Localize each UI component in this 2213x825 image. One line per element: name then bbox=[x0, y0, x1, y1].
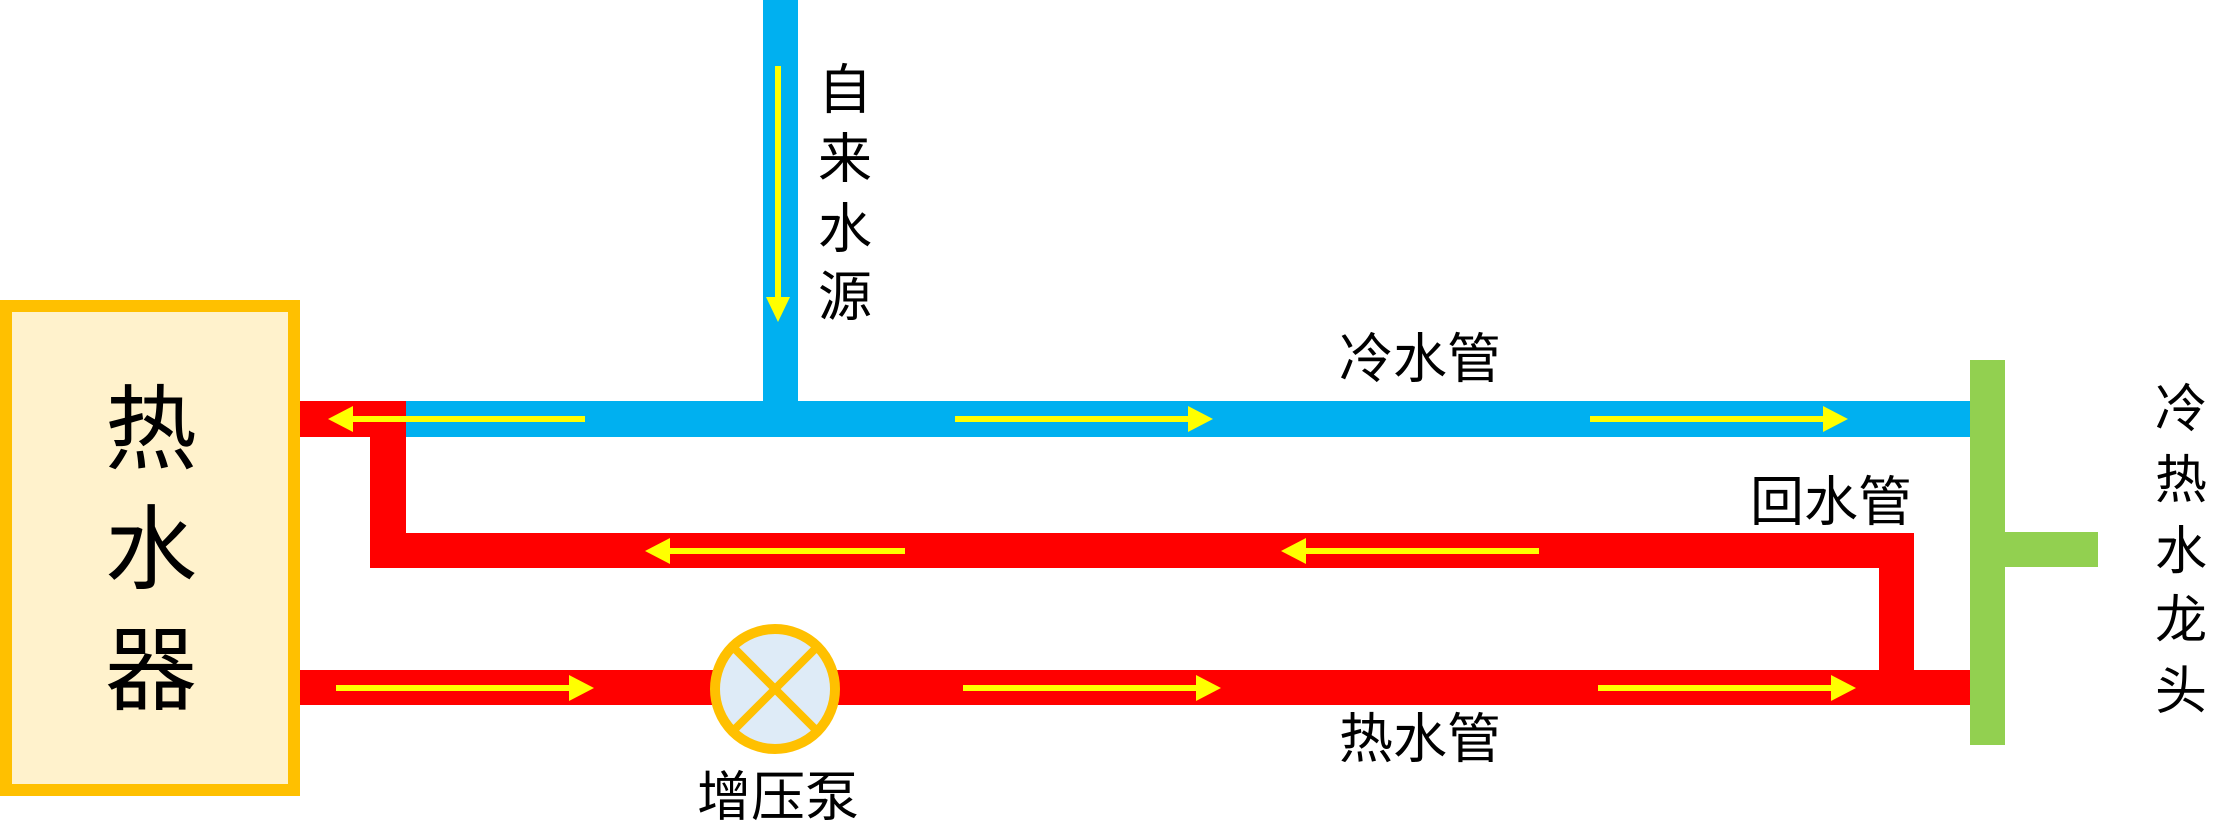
water-heater bbox=[0, 300, 300, 796]
faucet-label-char: 龙 bbox=[2155, 591, 2207, 651]
faucet-label-char: 头 bbox=[2155, 662, 2207, 722]
faucet-spout bbox=[2004, 532, 2098, 567]
cold-pipe-label: 冷水管 bbox=[1339, 328, 1501, 391]
arrow-right-icon bbox=[963, 675, 1221, 701]
arrow-right-icon bbox=[955, 406, 1213, 432]
faucet-label-char: 水 bbox=[2155, 522, 2207, 582]
flow-arrows bbox=[328, 66, 1856, 701]
heater-label-char: 水 bbox=[105, 497, 197, 604]
heater-label-char: 器 bbox=[105, 618, 197, 725]
return-pipe-label: 回水管 bbox=[1750, 471, 1912, 534]
source-label-char: 源 bbox=[818, 266, 872, 329]
arrow-right-icon bbox=[1598, 675, 1856, 701]
arrow-right-icon bbox=[336, 675, 594, 701]
booster-pump-icon bbox=[710, 624, 840, 754]
faucet-body bbox=[1970, 360, 2005, 745]
source-label-char: 来 bbox=[818, 128, 872, 191]
arrow-down-icon bbox=[766, 66, 790, 322]
arrow-left-icon bbox=[1281, 538, 1539, 564]
pump-label: 增压泵 bbox=[697, 766, 859, 825]
faucet-label-char: 冷 bbox=[2155, 380, 2207, 440]
heater-label-char: 热 bbox=[105, 377, 197, 484]
source-label-char: 水 bbox=[818, 198, 872, 261]
source-label-char: 自 bbox=[818, 59, 872, 122]
arrow-left-icon bbox=[328, 406, 585, 432]
return-water-pipe bbox=[370, 533, 1914, 568]
hot-pipe-label: 热水管 bbox=[1339, 708, 1501, 771]
arrow-left-icon bbox=[645, 538, 905, 564]
faucet-label-char: 热 bbox=[2155, 451, 2207, 511]
arrow-right-icon bbox=[1590, 406, 1848, 432]
